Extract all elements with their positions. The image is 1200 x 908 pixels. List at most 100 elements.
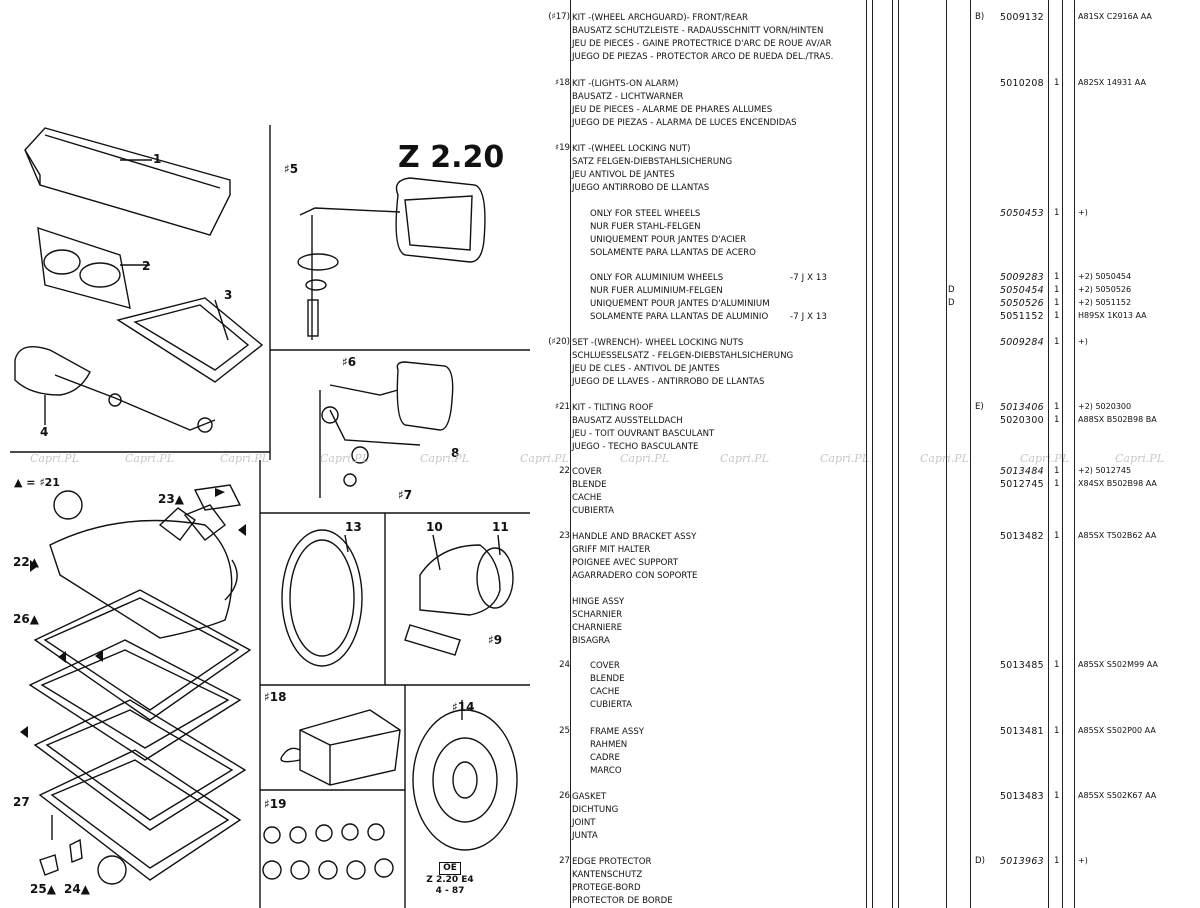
part-description: ONLY FOR ALUMINIUM WHEELS NUR FUER ALUMI… — [590, 272, 970, 324]
desc-de: BAUSATZ - LICHTWARNER — [572, 92, 684, 102]
desc-en: KIT -(WHEEL LOCKING NUT) — [572, 144, 691, 154]
stamp-code: Z 2.20 E4 — [426, 875, 474, 885]
part-remark: A85SX S502P00 AA — [1078, 726, 1156, 735]
parts-group: ♯18 KIT -(LIGHTS-ON ALARM) BAUSATZ - LIC… — [0, 78, 1200, 134]
desc-en: KIT -(WHEEL ARCHGUARD)- FRONT/REAR — [572, 13, 748, 23]
part-qty: 1 — [1054, 311, 1060, 321]
parts-group: 23 HANDLE AND BRACKET ASSY GRIFF MIT HAL… — [0, 531, 1200, 587]
label-part-3: 3 — [224, 288, 233, 302]
desc-fr: UNIQUEMENT POUR JANTES D'ACIER — [590, 235, 747, 245]
part-code: 5009132 — [1000, 12, 1044, 23]
part-qty: 1 — [1054, 402, 1060, 412]
column-rule — [898, 0, 899, 908]
watermark: Capri.PL — [720, 452, 769, 465]
part-remark: A82SX 14931 AA — [1078, 78, 1146, 87]
label-part-10: 10 — [426, 520, 443, 534]
part-description: FRAME ASSY RAHMEN CADRE MARCO — [590, 726, 970, 778]
part-description: HANDLE AND BRACKET ASSY GRIFF MIT HALTER… — [572, 531, 952, 583]
desc-es: JUNTA — [572, 831, 598, 841]
part-remark: +) — [1078, 856, 1088, 865]
row-flag: B) — [975, 12, 985, 22]
desc-en: ONLY FOR ALUMINIUM WHEELS — [590, 273, 724, 283]
parts-group: (♯20) SET -(WRENCH)- WHEEL LOCKING NUTS … — [0, 337, 1200, 393]
position-number: ♯19 — [554, 143, 570, 153]
desc-fr: PROTEGE-BORD — [572, 883, 641, 893]
watermark: Capri.PL — [420, 452, 469, 465]
part-remark: A85SX S502M99 AA — [1078, 660, 1158, 669]
part-description: GASKET DICHTUNG JOINT JUNTA — [572, 791, 952, 843]
part-qty: 1 — [1054, 856, 1060, 866]
exploded-parts-diagram — [10, 125, 530, 908]
part-qty: 1 — [1054, 660, 1060, 670]
parts-group: ♯21 KIT - TILTING ROOF BAUSATZ AUSSTELLD… — [0, 402, 1200, 458]
part-code: 5013481 — [1000, 726, 1044, 737]
desc-fr: JOINT — [572, 818, 596, 828]
part-code: 5020300 — [1000, 415, 1044, 426]
part-code: 5050453 — [1000, 208, 1044, 219]
desc-fr: JEU DE CLES - ANTIVOL DE JANTES — [572, 364, 720, 374]
label-part-14: ♯14 — [452, 700, 475, 714]
row-dflag: D — [948, 298, 955, 308]
part-remark: +2) 5050526 — [1078, 285, 1132, 294]
part-remark: A85SX S502K67 AA — [1078, 791, 1157, 800]
desc-de: SATZ FELGEN-DIEBSTAHLSICHERUNG — [572, 157, 733, 167]
desc-de: SCHLUESSELSATZ - FELGEN-DIEBSTAHLSICHERU… — [572, 351, 794, 361]
watermark: Capri.PL — [30, 452, 79, 465]
label-part-4: 4 — [40, 425, 49, 439]
position-number: ♯18 — [554, 78, 570, 88]
part-qty: 1 — [1054, 531, 1060, 541]
label-part-1: 1 — [153, 152, 162, 166]
position-number: 27 — [559, 856, 570, 866]
part-qty: 1 — [1054, 415, 1060, 425]
part-description: KIT -(LIGHTS-ON ALARM) BAUSATZ - LICHTWA… — [572, 78, 952, 130]
stamp: OE Z 2.20 E4 4 - 87 — [425, 862, 475, 897]
position-number: ♯21 — [554, 402, 570, 412]
desc-es: PROTECTOR DE BORDE — [572, 896, 673, 906]
part-remark: H89SX 1K013 AA — [1078, 311, 1147, 320]
part-qty: 1 — [1054, 791, 1060, 801]
desc-fr: POIGNEE AVEC SUPPORT — [572, 558, 678, 568]
label-part-22: 22▲ — [13, 555, 39, 569]
desc-es: JUEGO DE LLAVES - ANTIRROBO DE LLANTAS — [572, 377, 765, 387]
part-code: 5013406 — [1000, 402, 1044, 413]
label-part-23: 23▲ — [158, 492, 184, 506]
desc-en: SET -(WRENCH)- WHEEL LOCKING NUTS — [572, 338, 744, 348]
part-description: COVER BLENDE CACHE CUBIERTA — [590, 660, 970, 712]
column-rule — [1074, 0, 1075, 908]
column-rule — [1048, 0, 1049, 908]
label-part-7: ♯7 — [398, 488, 413, 502]
desc-fr: JEU DE PIECES - ALARME DE PHARES ALLUMES — [572, 105, 773, 115]
watermark: Capri.PL — [520, 452, 569, 465]
watermark: Capri.PL — [920, 452, 969, 465]
desc-en: EDGE PROTECTOR — [572, 857, 652, 867]
parts-group: 26 GASKET DICHTUNG JOINT JUNTA 5013483 1… — [0, 791, 1200, 847]
part-code: 5009283 — [1000, 272, 1044, 283]
part-qty: 1 — [1054, 272, 1060, 282]
part-description: KIT - TILTING ROOF BAUSATZ AUSSTELLDACH … — [572, 402, 952, 454]
parts-group: 22 COVER BLENDE CACHE CUBIERTA 5013484 5… — [0, 466, 1200, 522]
part-remark: +) — [1078, 208, 1088, 217]
part-description: SET -(WRENCH)- WHEEL LOCKING NUTS SCHLUE… — [572, 337, 952, 389]
stamp-date: 4 - 87 — [435, 886, 465, 896]
part-code: 5050526 — [1000, 298, 1044, 309]
part-description: ONLY FOR STEEL WHEELS NUR FUER STAHL-FEL… — [590, 208, 970, 260]
position-number: 23 — [559, 531, 570, 541]
label-part-11: 11 — [492, 520, 509, 534]
desc-en: FRAME ASSY — [590, 727, 645, 737]
desc-fr: JEU ANTIVOL DE JANTES — [572, 170, 675, 180]
desc-de: SCHARNIER — [572, 610, 623, 620]
desc-es: JUEGO - TECHO BASCULANTE — [572, 442, 699, 452]
part-code: 5013483 — [1000, 791, 1044, 802]
label-part-6: ♯6 — [342, 355, 357, 369]
label-part-8: 8 — [451, 446, 460, 460]
part-qty: 1 — [1054, 726, 1060, 736]
desc-es: AGARRADERO CON SOPORTE — [572, 571, 698, 581]
label-part-27: 27 — [13, 795, 30, 809]
part-code: 5051152 — [1000, 311, 1044, 322]
desc-fr: CHARNIERE — [572, 623, 623, 633]
part-code: 5013484 — [1000, 466, 1044, 477]
desc-fr: JEU - TOIT OUVRANT BASCULANT — [572, 429, 715, 439]
column-rule — [1062, 0, 1063, 908]
watermark: Capri.PL — [1020, 452, 1069, 465]
